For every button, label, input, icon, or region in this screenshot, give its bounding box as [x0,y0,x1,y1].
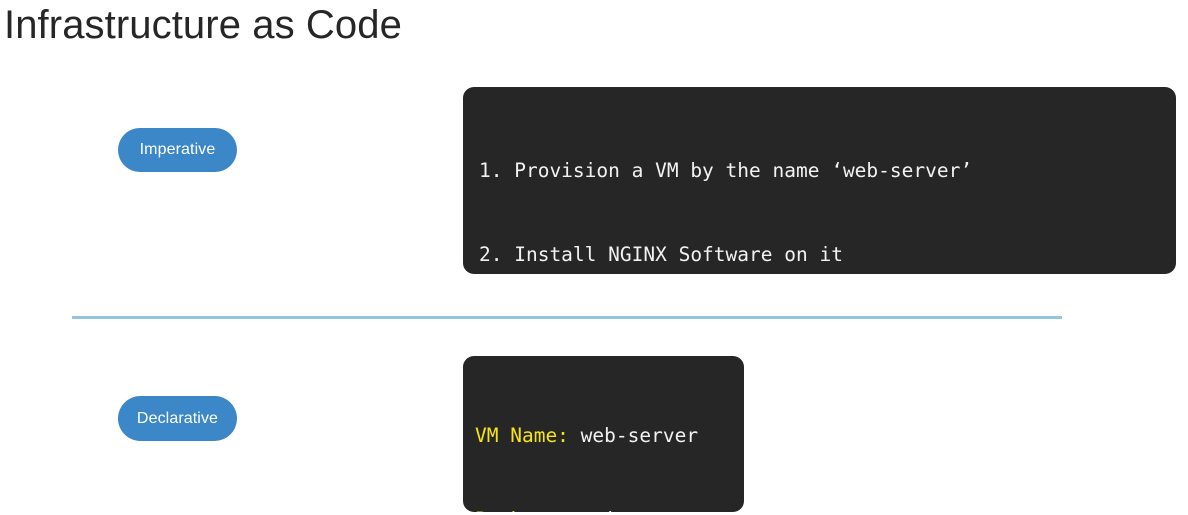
declarative-key-vm-name: VM Name: [475,424,569,447]
declarative-entry-vm-name: VM Name: web-server [475,422,730,450]
imperative-code-block: 1. Provision a VM by the name ‘web-serve… [463,87,1176,274]
declarative-key-package: Package: [475,508,569,512]
section-divider [72,316,1062,319]
imperative-step-1: 1. Provision a VM by the name ‘web-serve… [479,159,973,182]
declarative-label-pill[interactable]: Declarative [118,396,237,441]
declarative-pill-text: Declarative [136,409,219,427]
page-title: Infrastructure as Code [4,3,402,47]
declarative-code-block: VM Name: web-server Package: nginx Port:… [463,356,744,512]
declarative-entry-package: Package: nginx [475,506,730,512]
imperative-pill-text: Imperative [139,141,216,158]
imperative-step-2: 2. Install NGINX Software on it [479,243,843,266]
declarative-value-package: nginx [581,508,640,512]
declarative-value-vm-name: web-server [580,424,699,447]
imperative-label-pill[interactable]: Imperative [118,128,237,172]
